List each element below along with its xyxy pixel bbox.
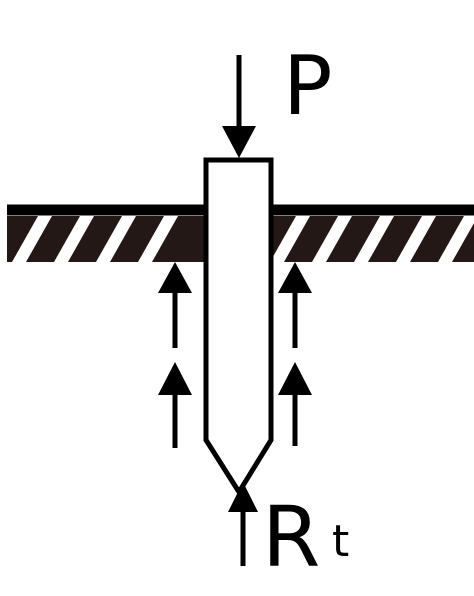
tip-resistance-arrow <box>228 482 258 566</box>
tip-resistance-label: R <box>262 488 320 586</box>
left-friction-arrow-upper <box>158 262 192 348</box>
pile <box>203 157 274 497</box>
right-friction-arrows <box>278 262 312 446</box>
left-friction-arrow-lower <box>158 362 192 448</box>
right-friction-arrow-upper <box>278 262 312 348</box>
left-friction-arrows <box>158 262 192 448</box>
load-label: P <box>283 39 332 134</box>
ground-hatching <box>12 216 474 262</box>
load-arrow <box>222 55 256 158</box>
right-friction-arrow-lower <box>278 362 312 446</box>
tip-resistance-subscript: t <box>332 516 349 567</box>
